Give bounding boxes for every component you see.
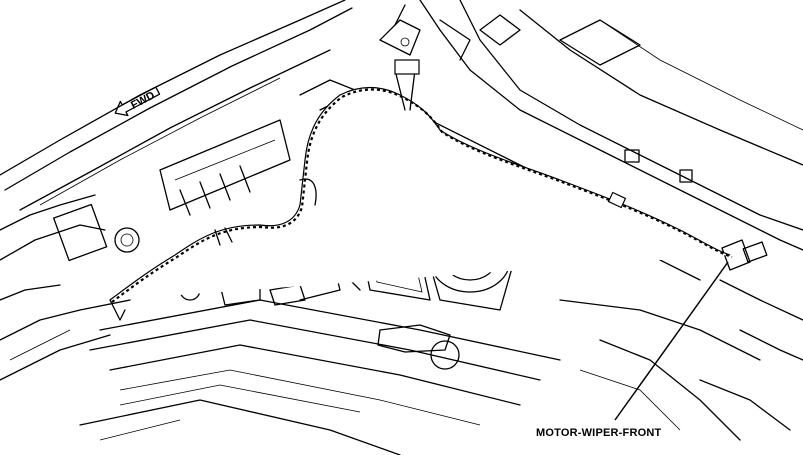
wiring-harness <box>109 59 733 321</box>
callout-leader-line <box>614 261 729 421</box>
callout-label-motor-wiper-front: MOTOR-WIPER-FRONT <box>536 427 662 439</box>
headlamp-area <box>0 203 140 381</box>
fender-outline <box>0 0 353 231</box>
grille-bars <box>79 299 561 455</box>
fwd-label: FWD <box>129 89 157 111</box>
hood-hinge <box>379 4 471 61</box>
fwd-arrow-icon <box>114 86 161 117</box>
